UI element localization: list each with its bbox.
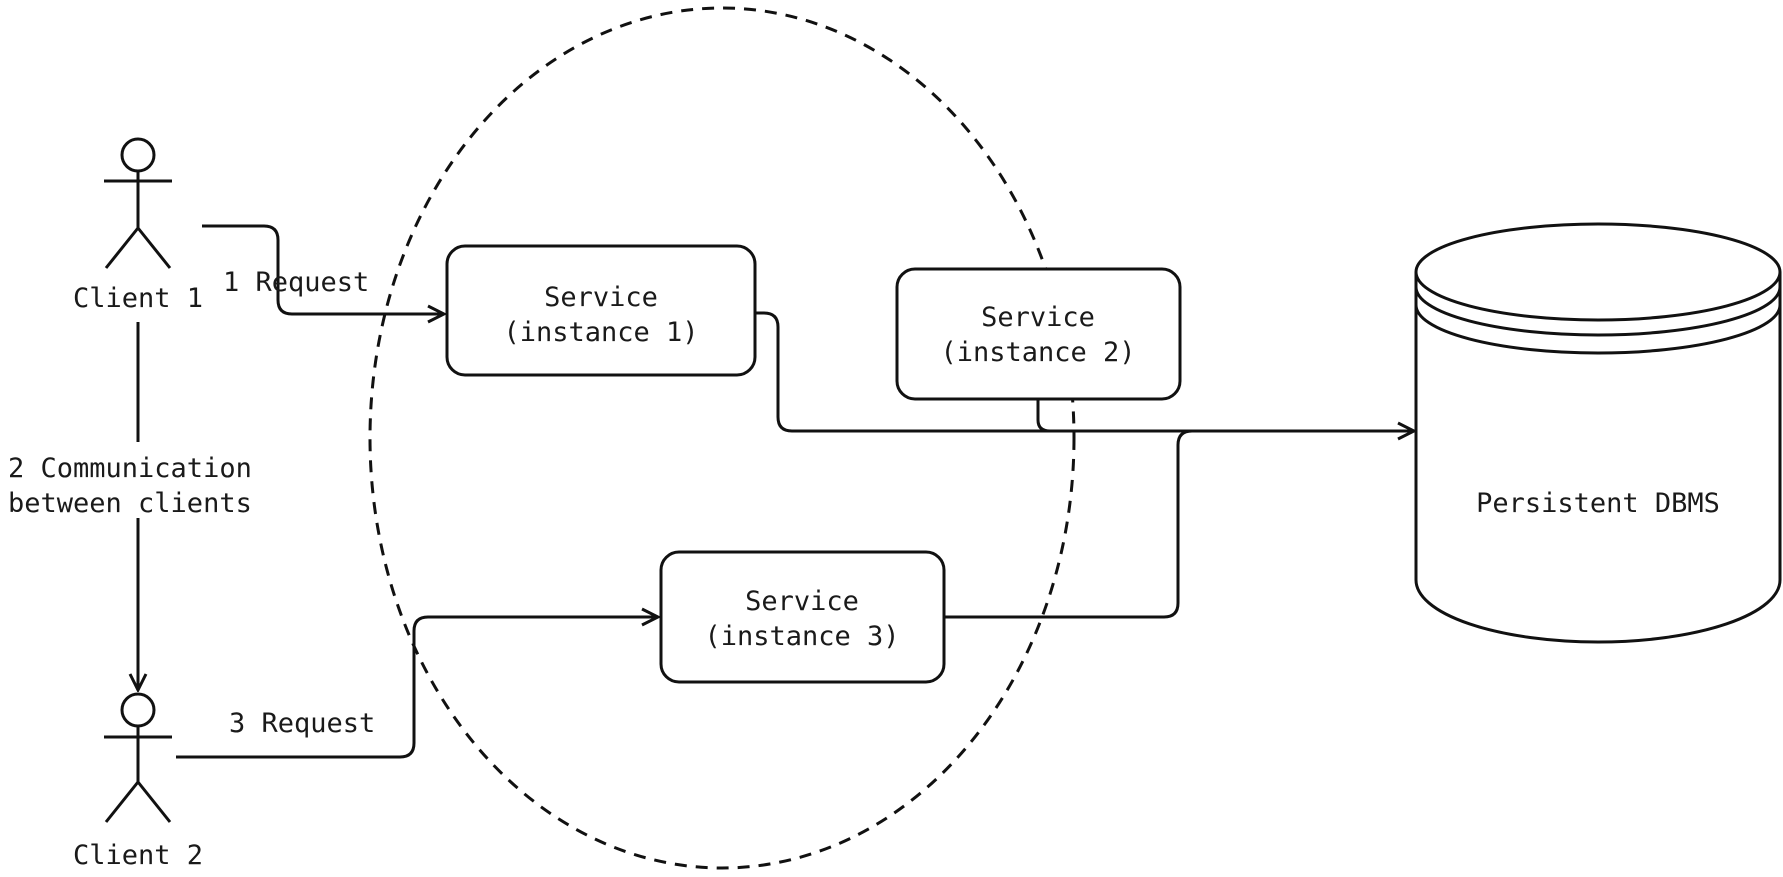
- service-instance-2-subtitle: (instance 2): [940, 337, 1135, 368]
- service-2-to-db-connector: [1036, 400, 1051, 433]
- persistent-dbms: Persistent DBMS: [1414, 222, 1782, 644]
- request-3-connector: [176, 617, 658, 759]
- request-1-connector: [202, 224, 444, 314]
- service-3-to-db-connector: [944, 429, 1193, 619]
- service-instance-1: Service (instance 1): [445, 244, 757, 377]
- request-1-label: 1 Request: [223, 267, 369, 298]
- stick-figure-icon: [104, 137, 172, 269]
- client-1-label: Client 1: [73, 283, 203, 314]
- client-2-actor: Client 2: [73, 692, 203, 871]
- stick-figure-icon: [104, 692, 172, 823]
- service-instance-2-title: Service: [981, 302, 1095, 333]
- client-2-label: Client 2: [73, 840, 203, 871]
- service-cluster-boundary: [368, 6, 1076, 870]
- communication-label-line-2: between clients: [8, 488, 252, 519]
- service-instance-3: Service (instance 3): [659, 550, 946, 684]
- service-instance-1-title: Service: [544, 282, 658, 313]
- service-instance-3-subtitle: (instance 3): [704, 621, 899, 652]
- request-3-label: 3 Request: [229, 708, 375, 739]
- communication-label-line-1: 2 Communication: [8, 453, 252, 484]
- service-instance-3-title: Service: [745, 586, 859, 617]
- service-1-to-db-connector: [756, 311, 1414, 431]
- client-1-actor: Client 1: [73, 137, 203, 314]
- database-cylinder-icon: [1414, 222, 1782, 644]
- service-instance-2: Service (instance 2): [895, 267, 1182, 401]
- service-instance-1-subtitle: (instance 1): [503, 317, 698, 348]
- dbms-label: Persistent DBMS: [1476, 488, 1720, 519]
